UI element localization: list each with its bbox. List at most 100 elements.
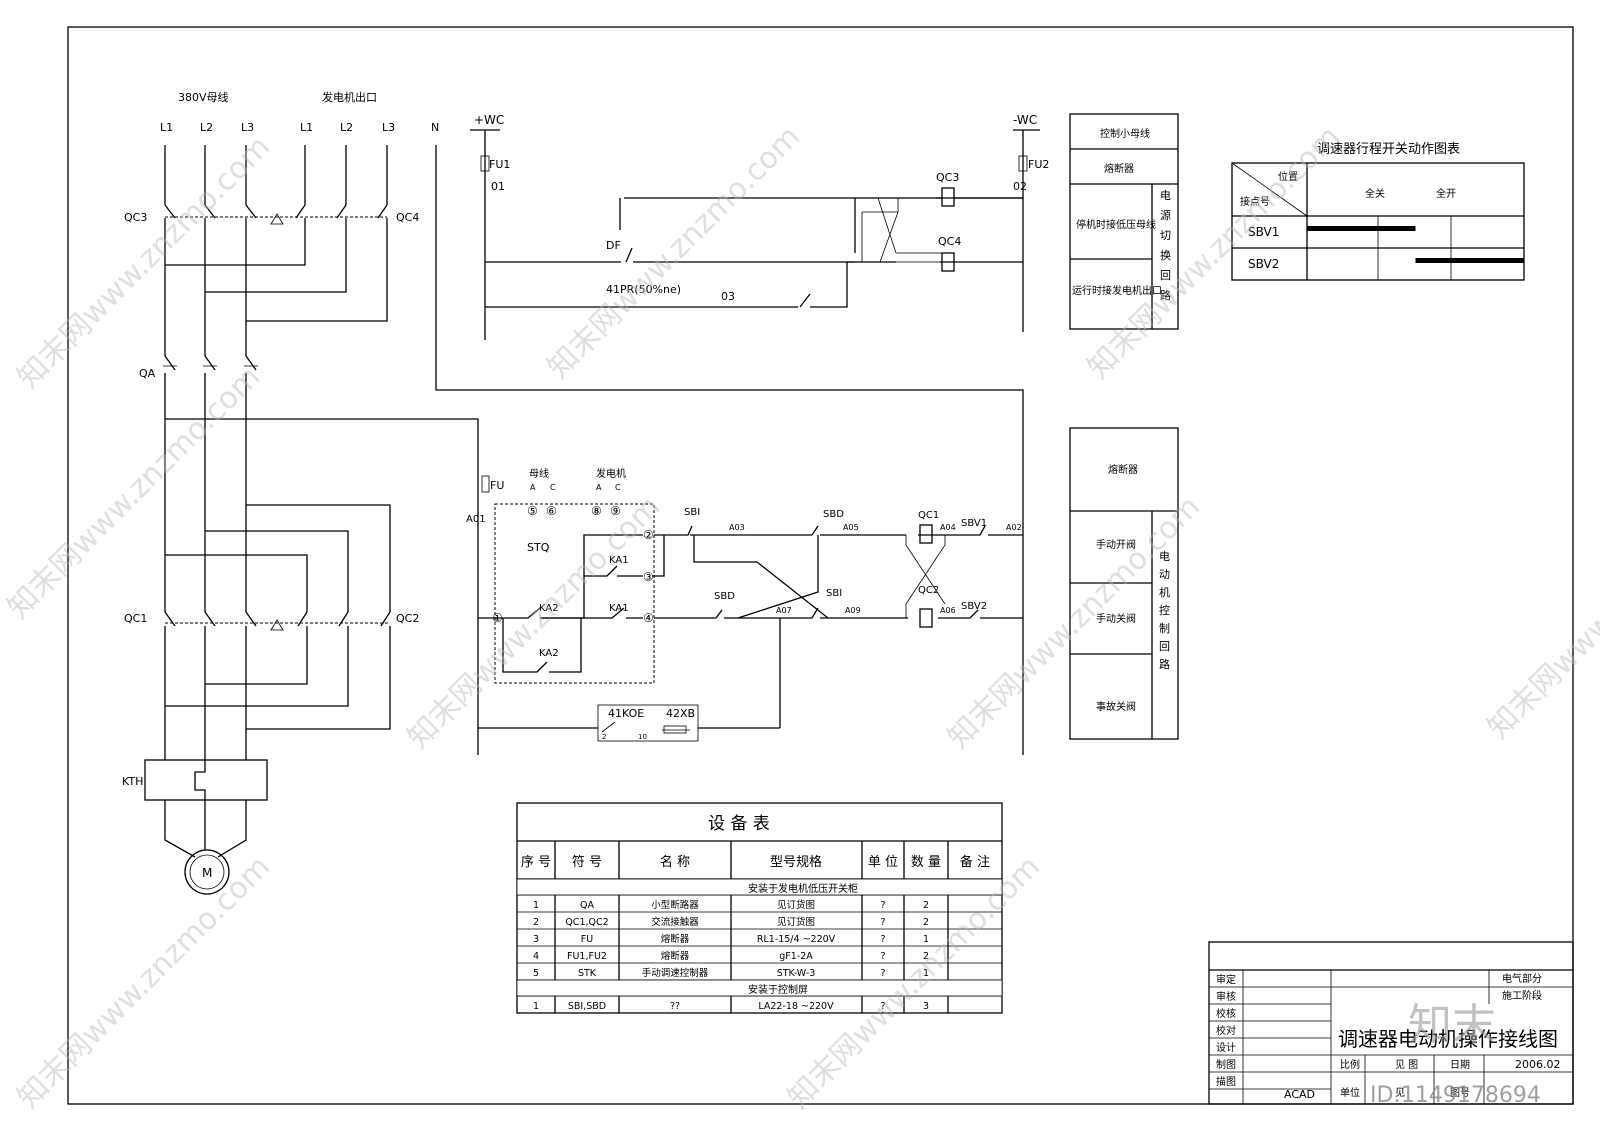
chart-title: 调速器行程开关动作图表 — [1317, 142, 1460, 157]
phase-c: C — [550, 483, 556, 492]
stq-label: STQ — [527, 541, 550, 554]
row-sbv2: SBV2 — [1248, 257, 1279, 271]
fuse-fu — [481, 475, 490, 493]
table-cell: 1 — [533, 1001, 539, 1012]
table-cell: 交流接触器 — [651, 916, 699, 928]
ka1-label: KA1 — [609, 603, 629, 614]
ka2-label: KA2 — [539, 648, 559, 659]
terminal-4: ④ — [643, 611, 654, 625]
sbd-label: SBD — [823, 509, 844, 520]
coil-qc2 — [919, 608, 933, 628]
watermark-text: 知末网www.znzmo.com — [11, 129, 277, 395]
table-cell: STK — [578, 968, 597, 979]
legend-side: 回 — [1160, 269, 1171, 282]
stq-box — [494, 503, 655, 684]
phase-label: L3 — [382, 121, 395, 134]
terminal-2: ② — [643, 528, 654, 542]
legend-side: 机 — [1159, 585, 1170, 599]
table-cell: RL1-15/4 ~220V — [757, 934, 836, 945]
row-sbv1: SBV1 — [1248, 225, 1279, 239]
drawing-frame — [67, 26, 1574, 1105]
table-cell: SBI,SBD — [568, 1001, 606, 1012]
motor-circle — [184, 849, 230, 895]
qc2-label: QC2 — [396, 612, 419, 625]
sbi-label: SBI — [684, 507, 700, 518]
dept-label: 电气部分 — [1502, 972, 1542, 985]
phase-label: N — [431, 121, 439, 134]
table-cell: 见订货图 — [777, 916, 815, 928]
kth-label: KTH — [122, 775, 143, 788]
pin-10: 10 — [638, 733, 647, 741]
table-cell: 1 — [923, 934, 929, 945]
table-cell: ? — [880, 951, 885, 962]
ka1-label: KA1 — [609, 555, 629, 566]
legend-side: 路 — [1159, 658, 1170, 671]
thermal-relay-box — [144, 759, 268, 801]
node-a09: A09 — [845, 606, 861, 615]
sbi-label: SBI — [826, 588, 842, 599]
scale-label: 比例 — [1340, 1058, 1360, 1071]
qc2-label: QC2 — [918, 585, 939, 596]
signoff-label: 制图 — [1216, 1058, 1236, 1071]
table-cell: gF1-2A — [779, 951, 813, 962]
phase-label: L3 — [241, 121, 254, 134]
pos-label: 位置 — [1278, 170, 1298, 183]
table-cell: 见订货图 — [777, 899, 815, 911]
table-cell: ?? — [670, 1001, 680, 1012]
motor-circle-inner — [189, 854, 225, 890]
date-value: 2006.02 — [1515, 1058, 1561, 1071]
qc4-coil-label: QC4 — [938, 235, 961, 248]
gen-title: 发电机出口 — [322, 90, 377, 104]
table-cell: 3 — [923, 1001, 929, 1012]
phase-label: L2 — [340, 121, 353, 134]
legend-power-switch: 控制小母线 熔断器 停机时接低压母线 运行时接发电机出口 电 源 切 换 回 路 — [1069, 113, 1179, 330]
contact-bar-sbv1 — [1307, 226, 1416, 231]
terminal-3: ③ — [643, 570, 654, 584]
legend-motor-control: 熔断器 手动开阀 手动关阀 事故关阀 电 动 机 控 制 回 路 — [1069, 427, 1179, 740]
signoff-label: 设计 — [1216, 1041, 1236, 1054]
watermark-text: 知末网www.znzmo.com — [1, 359, 267, 625]
terminal: ⑤ — [527, 504, 538, 518]
contact-label: 接点号 — [1240, 195, 1270, 208]
qc1-label: QC1 — [918, 510, 939, 521]
table-header-cell: 型号规格 — [770, 854, 822, 870]
pin-2: 2 — [602, 733, 606, 741]
node-01: 01 — [491, 180, 505, 193]
power-circuit: 380V母线 发电机出口 L1 L2 L3 L1 L2 L3 N QC3 QC4… — [122, 90, 1024, 895]
df-label: DF — [606, 239, 621, 252]
table-cell: STK-W-3 — [777, 968, 816, 979]
table-cell: 手动调速控制器 — [642, 967, 709, 979]
table-cell: ? — [880, 1001, 885, 1012]
phase-label: L1 — [300, 121, 313, 134]
contact-bar-sbv2 — [1415, 258, 1524, 263]
legend-side: 电 — [1160, 189, 1171, 202]
table-header-cell: 符 号 — [572, 854, 602, 870]
watermark-text: 知末网www.znzmo.com — [1481, 479, 1600, 745]
table-cell: ? — [880, 900, 885, 911]
phase-label: L2 — [200, 121, 213, 134]
legend-side: 制 — [1159, 622, 1170, 635]
fuse-fu1 — [480, 155, 490, 172]
legend-side: 回 — [1159, 640, 1170, 653]
table-cell: QC1,QC2 — [565, 917, 608, 928]
qa-label: QA — [139, 367, 156, 380]
signoff-label: 描图 — [1216, 1075, 1236, 1088]
pos-wc: +WC — [474, 113, 504, 127]
pr-label: 41PR(50%ne) — [606, 283, 681, 296]
table-cell: 3 — [533, 934, 539, 945]
signoff-label: 校对 — [1216, 1024, 1236, 1037]
equipment-table: 设 备 表 序 号符 号名 称型号规格单 位数 量备 注 安装于发电机低压开关柜… — [516, 802, 1003, 1014]
table-cell: 2 — [923, 951, 929, 962]
phase-a: A — [530, 483, 536, 492]
terminal: ⑨ — [610, 504, 621, 518]
signoff-label: 校核 — [1216, 1007, 1236, 1020]
node-03: 03 — [721, 290, 735, 303]
date-label: 日期 — [1450, 1059, 1470, 1071]
table-cell: 1 — [533, 900, 539, 911]
interlock-triangle — [270, 213, 284, 225]
node-a03: A03 — [729, 523, 745, 532]
sbv2-label: SBV2 — [961, 601, 987, 612]
top-control-circuit: +WC -WC FU1 FU2 01 02 QC3 QC4 DF 41PR(50… — [470, 113, 1049, 340]
